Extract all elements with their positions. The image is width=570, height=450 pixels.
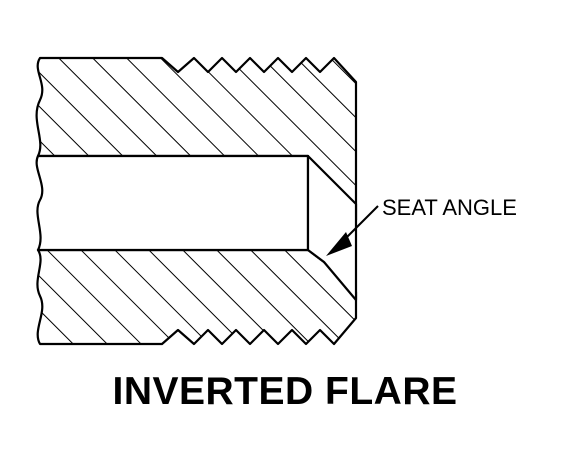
bore-channel bbox=[35, 154, 310, 252]
diagram-title: INVERTED FLARE bbox=[112, 370, 458, 413]
upper-wall-section bbox=[35, 56, 358, 222]
seat-angle-arrowhead bbox=[326, 232, 352, 256]
seat-angle-label: SEAT ANGLE bbox=[382, 195, 517, 220]
seat-cone bbox=[306, 154, 358, 302]
lower-wall-section bbox=[36, 248, 358, 346]
